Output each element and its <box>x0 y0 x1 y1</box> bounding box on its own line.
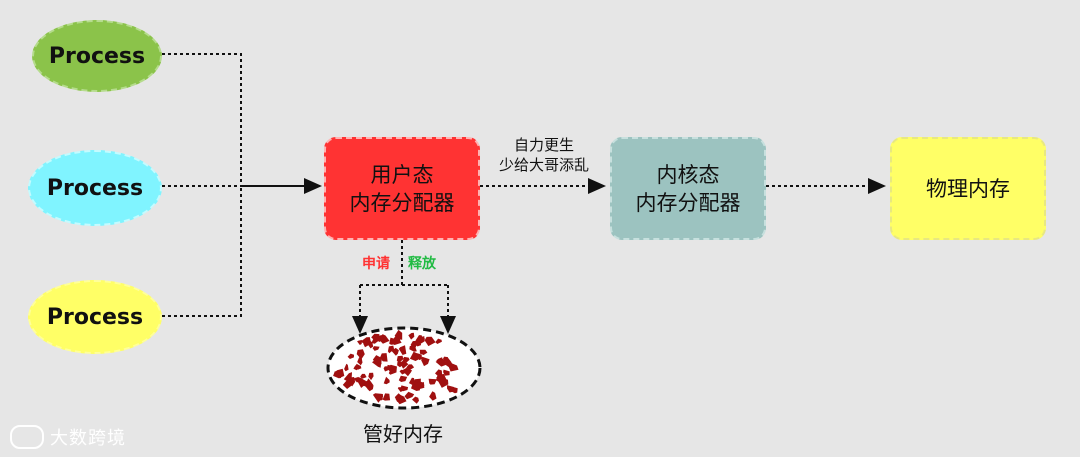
memory-chunk <box>424 336 436 347</box>
memory-chunk <box>398 375 408 382</box>
memory-chunk <box>354 363 362 370</box>
free-tag: 释放 <box>408 256 436 272</box>
memory-chunk <box>435 338 442 344</box>
memory-chunks <box>333 329 459 405</box>
kernel-allocator-line2: 内存分配器 <box>635 190 741 215</box>
process-label: Process <box>46 304 144 330</box>
memory-chunk <box>391 347 399 356</box>
watermark-text: 大数跨境 <box>50 428 126 449</box>
process-node-1: Process <box>32 20 162 92</box>
memory-chunk <box>396 355 404 363</box>
memory-chunk <box>448 362 459 372</box>
kernel-allocator-line1: 内核态 <box>656 162 720 187</box>
memory-chunk <box>428 378 437 385</box>
user-allocator-line2: 内存分配器 <box>349 190 455 215</box>
watermark-logo-icon <box>10 425 44 449</box>
memory-chunk <box>360 373 367 379</box>
memory-chunk <box>443 356 448 362</box>
memory-chunk <box>347 353 354 359</box>
memory-chunk <box>367 339 374 349</box>
memory-chunk <box>400 359 409 369</box>
process-label: Process <box>46 175 144 201</box>
memory-chunk <box>412 396 419 404</box>
edge-label-line1: 自力更生 <box>513 136 574 154</box>
memory-chunk <box>402 367 412 377</box>
memory-chunk <box>419 349 428 355</box>
memory-chunk <box>421 356 430 367</box>
memory-chunk <box>382 393 391 401</box>
memory-chunk <box>450 387 458 394</box>
memory-chunk <box>415 381 425 390</box>
memory-chunk <box>394 329 403 340</box>
memory-chunk <box>410 340 419 348</box>
memory-chunk <box>397 361 404 368</box>
memory-chunk <box>409 351 420 361</box>
memory-pool <box>326 326 482 410</box>
connector-process-1 <box>162 53 242 186</box>
memory-chunk <box>387 364 397 372</box>
process-node-2: Process <box>28 150 162 226</box>
memory-chunk <box>429 391 437 401</box>
memory-chunk <box>394 393 402 402</box>
memory-chunk <box>357 339 362 345</box>
memory-chunk <box>379 353 388 362</box>
memory-chunk <box>357 357 363 366</box>
memory-chunk <box>368 372 374 381</box>
memory-chunk <box>408 377 417 386</box>
user-allocator-box: 用户态 内存分配器 <box>324 137 480 240</box>
memory-chunk <box>402 356 410 363</box>
memory-chunk <box>344 363 349 372</box>
memory-chunk <box>398 345 407 355</box>
memory-chunk <box>356 349 365 360</box>
connector-process-3 <box>162 186 242 317</box>
edge-label-line2: 少给大哥添乱 <box>498 156 589 174</box>
memory-chunk <box>364 378 374 387</box>
user-allocator-line1: 用户态 <box>370 162 434 187</box>
memory-chunk <box>435 358 446 367</box>
memory-chunk <box>408 332 415 340</box>
process-node-3: Process <box>28 280 162 354</box>
pool-caption: 管好内存 <box>363 422 443 446</box>
memory-chunk <box>333 371 342 379</box>
memory-chunk <box>383 366 390 372</box>
kernel-allocator-box: 内核态 内存分配器 <box>610 137 766 240</box>
memory-chunk <box>363 341 370 348</box>
memory-chunk <box>372 346 380 351</box>
process-label: Process <box>48 43 146 69</box>
memory-chunk <box>404 391 415 400</box>
memory-chunk <box>389 337 398 345</box>
memory-chunk <box>443 369 450 376</box>
memory-chunk <box>371 333 380 342</box>
memory-chunk <box>346 377 356 387</box>
memory-chunk <box>387 345 395 354</box>
memory-chunk <box>436 375 444 384</box>
physical-memory-label: 物理内存 <box>926 176 1010 201</box>
memory-chunk <box>357 377 366 388</box>
memory-chunk <box>377 393 383 401</box>
watermark: 大数跨境 <box>10 424 126 450</box>
user-to-kernel-label: 自力更生 少给大哥添乱 <box>486 135 602 175</box>
memory-chunk <box>383 376 390 385</box>
alloc-tag: 申请 <box>362 256 390 272</box>
memory-chunk <box>397 387 406 392</box>
memory-chunk <box>372 355 382 365</box>
physical-memory-box: 物理内存 <box>890 137 1046 240</box>
